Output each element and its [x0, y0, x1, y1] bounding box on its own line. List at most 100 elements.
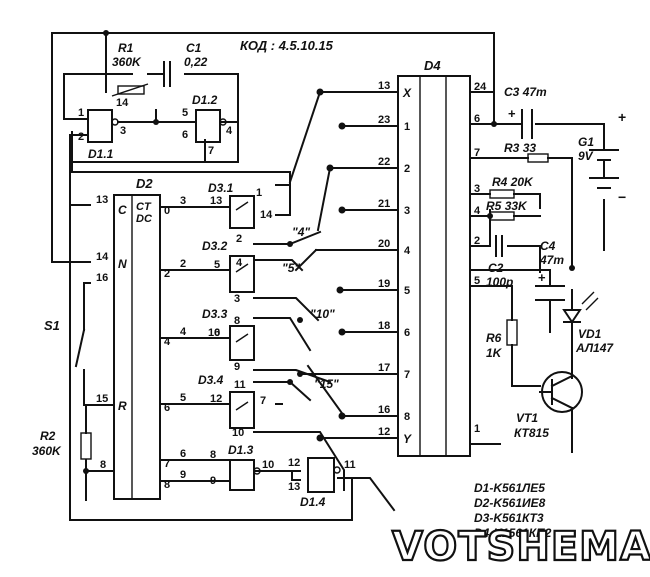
- code-mark-15: "15": [314, 377, 339, 391]
- svg-text:2: 2: [474, 235, 480, 247]
- svg-text:13: 13: [96, 194, 108, 206]
- svg-text:5: 5: [474, 275, 480, 287]
- svg-text:7: 7: [404, 369, 410, 381]
- d1-4-ref: D1.4: [300, 495, 326, 509]
- legend-d2: D2-K561ИЕ8: [474, 496, 546, 510]
- svg-text:13: 13: [378, 80, 390, 92]
- d2-pin-r: R: [118, 399, 127, 413]
- vd1-ref: VD1: [578, 327, 602, 341]
- svg-text:7: 7: [164, 458, 170, 470]
- c2-ref: C2: [488, 261, 504, 275]
- svg-text:15: 15: [96, 393, 108, 405]
- c1-ref: C1: [186, 41, 202, 55]
- d3-1-ref: D3.1: [208, 181, 234, 195]
- chip-d4: D4 X Y: [397, 58, 471, 457]
- svg-text:1: 1: [78, 107, 84, 119]
- c4-value: 47m: [539, 253, 564, 267]
- watermark: VOTSHEMA.RU: [392, 524, 650, 570]
- d1-2-ref: D1.2: [192, 93, 218, 107]
- svg-text:2: 2: [180, 258, 186, 270]
- svg-text:4: 4: [180, 326, 187, 338]
- svg-text:20: 20: [378, 238, 390, 250]
- g1-minus: −: [618, 189, 626, 205]
- svg-text:22: 22: [378, 156, 390, 168]
- d3-2-ref: D3.2: [202, 239, 228, 253]
- d4-ref: D4: [424, 58, 441, 73]
- legend-d4: D4-K1561КП2: [474, 526, 552, 540]
- code-mark-4: "4": [292, 225, 310, 239]
- code-mark-10: "10": [310, 307, 335, 321]
- c1-value: 0,22: [184, 55, 208, 69]
- svg-text:11: 11: [234, 379, 246, 391]
- chip-d2: D2 CT DC C N R: [113, 176, 161, 500]
- svg-text:4: 4: [474, 205, 481, 217]
- r2-value: 360K: [32, 444, 62, 458]
- d3-3-ref: D3.3: [202, 307, 228, 321]
- svg-text:4: 4: [164, 336, 171, 348]
- svg-text:6: 6: [164, 402, 170, 414]
- wires: [51, 32, 605, 521]
- d1-1-ref: D1.1: [88, 147, 114, 161]
- svg-text:4: 4: [404, 245, 411, 257]
- svg-text:7: 7: [208, 145, 214, 157]
- r2-ref: R2: [40, 429, 56, 443]
- svg-text:3: 3: [404, 205, 410, 217]
- passive-components: R1 360K C1 0,22 S1 R2 360K C3 47m + + − …: [32, 41, 626, 460]
- svg-text:12: 12: [210, 393, 222, 405]
- gates-d1: D1.1 D1.2 D1.3 D1.4: [87, 93, 341, 509]
- svg-text:0: 0: [164, 205, 170, 217]
- legend-d1: D1-K561ЛЕ5: [474, 481, 545, 495]
- svg-text:2: 2: [404, 163, 410, 175]
- svg-text:23: 23: [378, 114, 390, 126]
- svg-text:14: 14: [96, 251, 109, 263]
- svg-text:6: 6: [214, 327, 220, 339]
- svg-text:8: 8: [164, 479, 170, 491]
- c4-plus: +: [538, 270, 546, 285]
- d3-4-ref: D3.4: [198, 373, 224, 387]
- svg-text:1: 1: [404, 121, 410, 133]
- d2-ct: CT: [136, 201, 152, 213]
- svg-text:10: 10: [232, 427, 244, 439]
- d2-pin-c: C: [118, 203, 127, 217]
- svg-text:14: 14: [260, 209, 273, 221]
- svg-text:8: 8: [210, 449, 216, 461]
- switches-d3: D3.1 D3.2 D3.3 D3.4: [198, 181, 255, 429]
- svg-text:1: 1: [256, 187, 262, 199]
- svg-text:5: 5: [180, 392, 186, 404]
- r6-value: 1K: [486, 346, 503, 360]
- c3-plus: +: [508, 106, 516, 121]
- svg-text:21: 21: [378, 198, 390, 210]
- g1-ref: G1: [578, 135, 594, 149]
- g1-value: 9V: [578, 149, 594, 163]
- d4-pin-x: X: [402, 86, 412, 100]
- svg-text:19: 19: [378, 278, 390, 290]
- vt1-ref: VT1: [516, 411, 538, 425]
- svg-text:10: 10: [208, 327, 220, 339]
- svg-text:12: 12: [288, 457, 300, 469]
- svg-text:7: 7: [260, 395, 266, 407]
- r1-value: 360K: [112, 55, 142, 69]
- c3-label: C3 47m: [504, 85, 547, 99]
- g1-plus: +: [618, 109, 626, 125]
- svg-text:11: 11: [344, 459, 356, 471]
- svg-text:2: 2: [236, 233, 242, 245]
- code-mark-5: "5": [282, 261, 300, 275]
- svg-text:7: 7: [474, 147, 480, 159]
- r5-label: R5 33K: [486, 199, 528, 213]
- svg-text:3: 3: [234, 293, 240, 305]
- svg-text:6: 6: [474, 113, 480, 125]
- r1-ref: R1: [118, 41, 134, 55]
- svg-text:6: 6: [404, 327, 410, 339]
- code-label: КОД : 4.5.10.15: [240, 38, 334, 53]
- svg-text:14: 14: [116, 97, 129, 109]
- d2-ref: D2: [136, 176, 153, 191]
- svg-text:3: 3: [120, 125, 126, 137]
- svg-text:8: 8: [234, 315, 240, 327]
- svg-text:9: 9: [234, 361, 240, 373]
- legend-d3: D3-K561КТ3: [474, 511, 544, 525]
- svg-text:9: 9: [180, 469, 186, 481]
- svg-text:3: 3: [474, 183, 480, 195]
- s1-ref: S1: [44, 318, 60, 333]
- vt1-value: КТ815: [514, 426, 549, 440]
